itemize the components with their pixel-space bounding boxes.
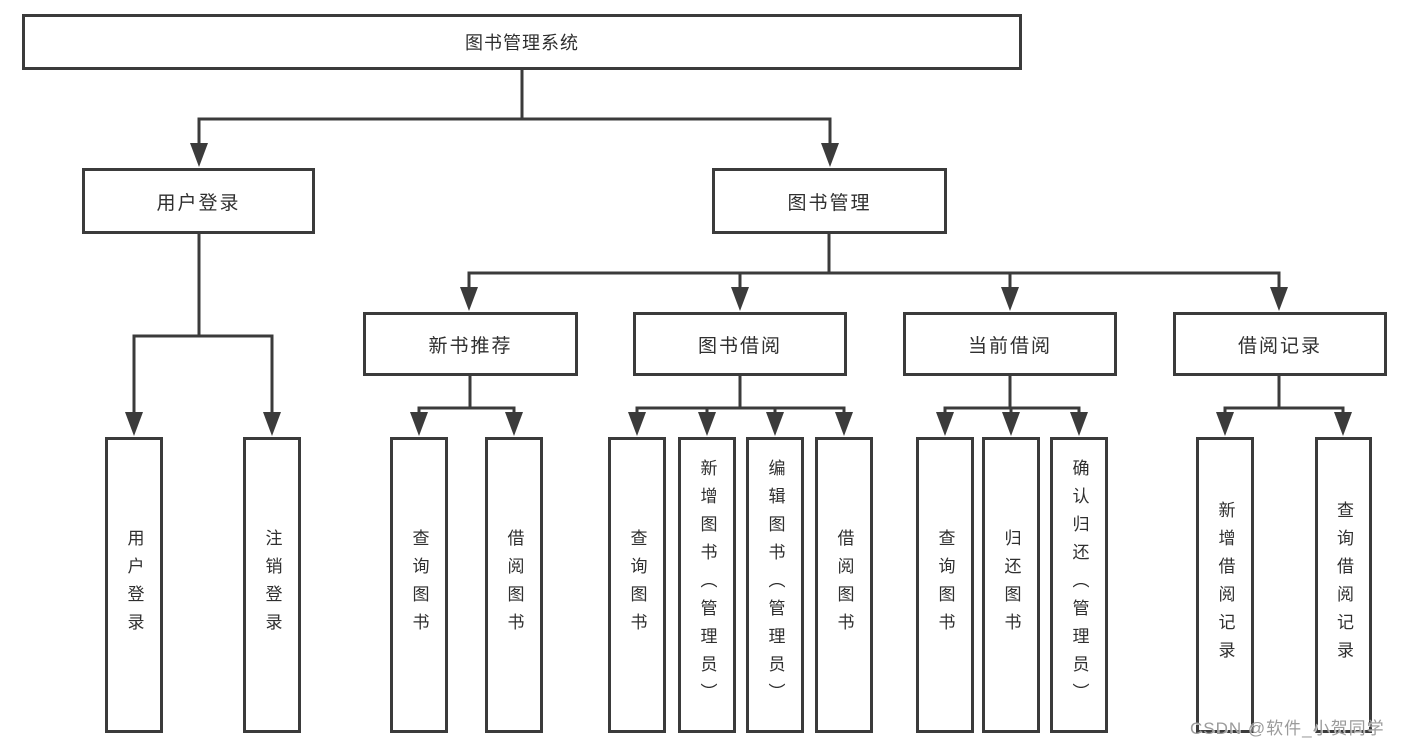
node-new-book-recommendation: 新书推荐 — [363, 312, 578, 376]
node-borrowing-records: 借阅记录 — [1173, 312, 1387, 376]
leaf-query-books-current: 查询图书 — [916, 437, 974, 733]
leaf-add-borrowing-record: 新增借阅记录 — [1196, 437, 1254, 733]
csdn-watermark: CSDN @软件_小贺同学 — [1190, 719, 1385, 738]
leaf-query-borrowing-record: 查询借阅记录 — [1315, 437, 1372, 733]
leaf-edit-books-admin: 编辑图书（管理员） — [746, 437, 804, 733]
leaf-user-login: 用户登录 — [105, 437, 163, 733]
leaf-borrow-books-recommendation: 借阅图书 — [485, 437, 543, 733]
node-current-borrowing: 当前借阅 — [903, 312, 1117, 376]
leaf-query-books-recommendation: 查询图书 — [390, 437, 448, 733]
node-user-login: 用户登录 — [82, 168, 315, 234]
node-library-management-system: 图书管理系统 — [22, 14, 1022, 70]
leaf-query-books-borrowing: 查询图书 — [608, 437, 666, 733]
leaf-add-books-admin: 新增图书（管理员） — [678, 437, 736, 733]
leaf-borrow-books: 借阅图书 — [815, 437, 873, 733]
leaf-confirm-return-admin: 确认归还（管理员） — [1050, 437, 1108, 733]
leaf-return-books: 归还图书 — [982, 437, 1040, 733]
node-book-management: 图书管理 — [712, 168, 947, 234]
node-book-borrowing: 图书借阅 — [633, 312, 847, 376]
leaf-logout: 注销登录 — [243, 437, 301, 733]
